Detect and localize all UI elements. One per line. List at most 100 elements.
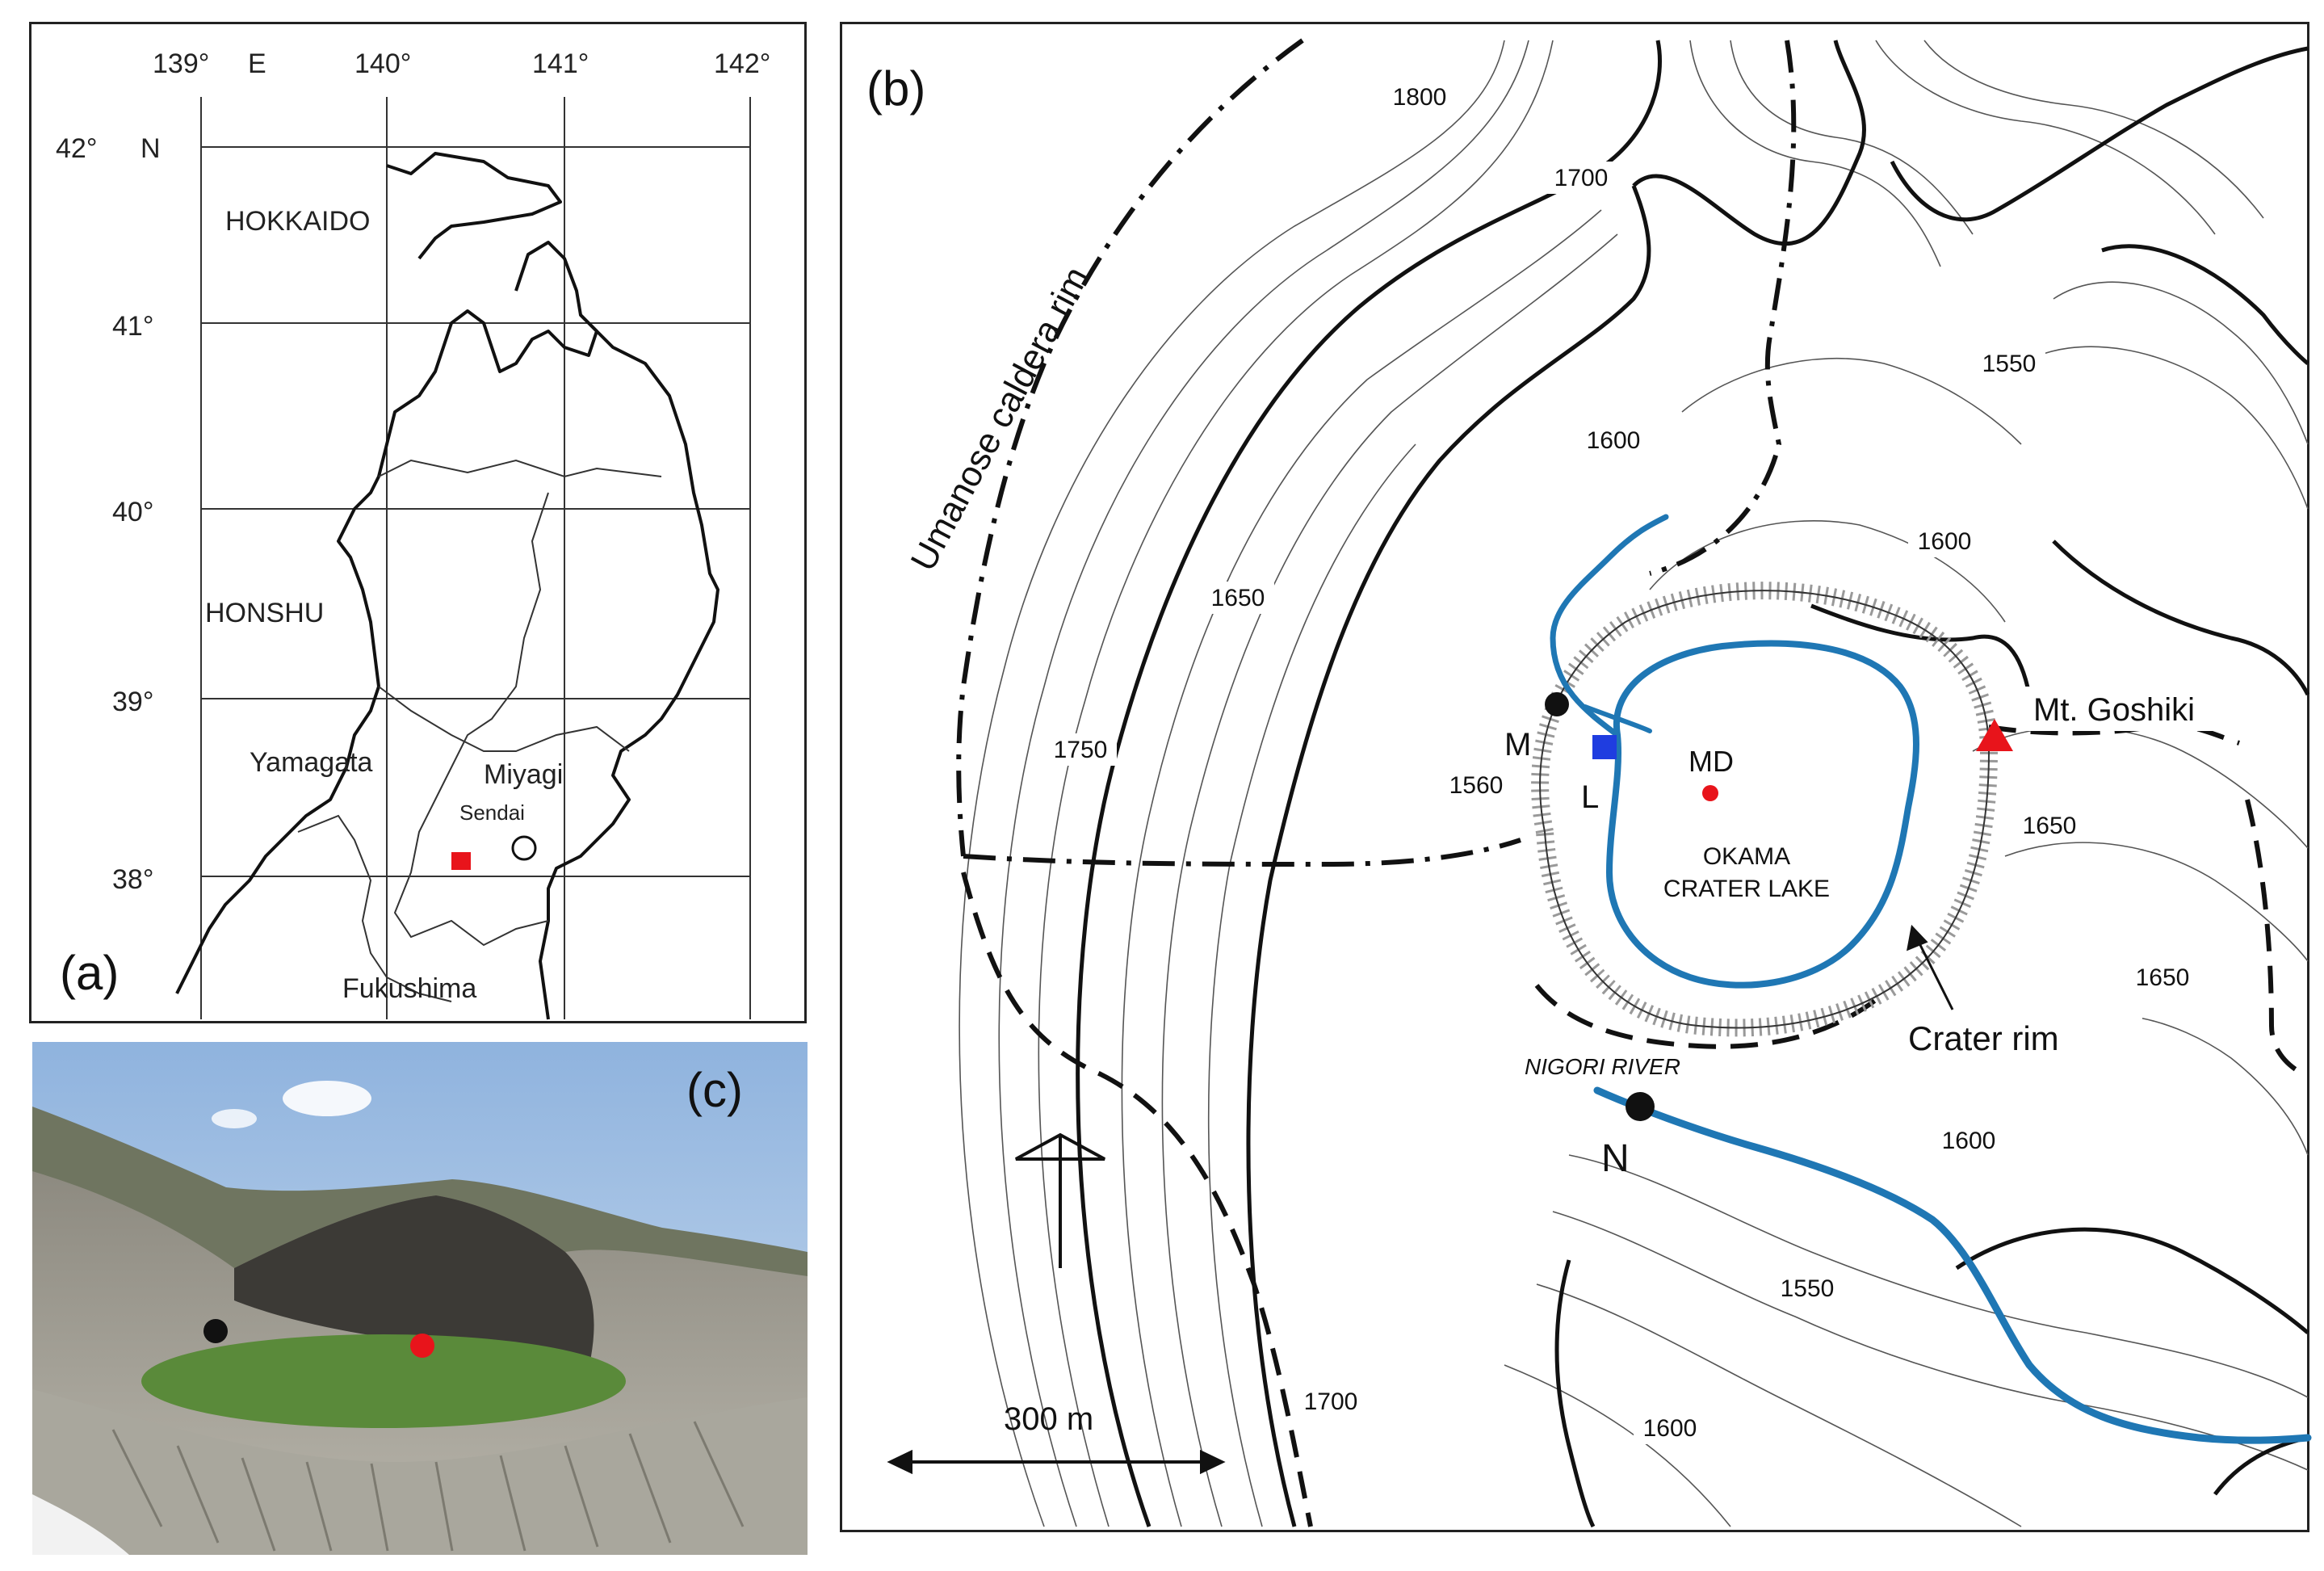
major-contours [1076, 40, 2310, 1528]
point-md-marker [1702, 785, 1718, 801]
prefecture-borders [297, 459, 662, 1002]
lat-38: 38° [112, 864, 153, 895]
nigori-river [1593, 1086, 2312, 1444]
crater-photo-svg: (c) [32, 1042, 808, 1555]
lat-42: 42° [56, 133, 97, 164]
crater-rim-pointer-head [1907, 924, 1928, 951]
panel-a-label: (a) [60, 946, 119, 1000]
caldera-rim-line [956, 38, 1797, 867]
okama-lake-photo [141, 1334, 626, 1428]
elev-label-1700-b: 1700 [1304, 1388, 1358, 1415]
lon-e: E [248, 48, 266, 79]
lake-label-line1: OKAMA [1703, 843, 1790, 870]
contour-1600-ne [1890, 46, 2309, 222]
inflow-stream [1550, 514, 1669, 738]
elev-label-1550: 1550 [1982, 351, 2037, 377]
crater-rim-pointer-line [1915, 936, 1954, 1010]
erosion-gullies [111, 1421, 745, 1552]
scale-bar [887, 1449, 1226, 1475]
okama-lake-shore [1605, 640, 1919, 989]
boundary-southwest [961, 872, 1313, 1527]
contour-1700-north [1632, 40, 1866, 246]
photo-point-m-marker [203, 1319, 228, 1343]
mt-goshiki-label-bg [2021, 687, 2296, 731]
lake-label-line2: CRATER LAKE [1663, 876, 1830, 902]
sendai-city-marker [511, 835, 537, 861]
point-l-marker [1592, 735, 1617, 759]
elevation-labels: 1800 1700 1550 1600 1600 1650 1750 1560 … [1044, 81, 2199, 1444]
water-features [1550, 514, 2312, 1444]
elev-label-1560: 1560 [1449, 772, 1504, 799]
study-site-marker [451, 852, 471, 870]
point-n-marker [1626, 1092, 1655, 1121]
miyagi-label: Miyagi [484, 759, 563, 790]
crater-rim-outline [1539, 590, 1991, 1029]
elev-label-1650-b: 1650 [2023, 813, 2077, 839]
border-1 [378, 459, 662, 478]
point-m-marker [1545, 692, 1569, 716]
elev-label-1600-b: 1600 [1918, 528, 1972, 555]
crater-rim-label: Crater rim [1908, 1019, 2059, 1057]
yamagata-label: Yamagata [250, 747, 373, 778]
foreground-slope [32, 1389, 808, 1555]
crater-rim-hachures [1531, 582, 1999, 1037]
crater-rim [1531, 582, 1999, 1037]
mt-goshiki-label: Mt. Goshiki [2033, 692, 2195, 728]
border-3 [378, 686, 630, 752]
lat-n: N [141, 133, 161, 164]
contour-se [1955, 1227, 2309, 1334]
lon-139: 139° [153, 48, 209, 79]
panel-c-label: (c) [686, 1063, 743, 1117]
boundary-east [2245, 799, 2305, 1077]
contour-south [1554, 1259, 1596, 1528]
border-2 [393, 492, 549, 947]
sendai-label: Sendai [459, 800, 525, 825]
contour-east-1 [2052, 540, 2310, 696]
lon-142: 142° [714, 48, 770, 79]
elev-label-1800: 1800 [1393, 84, 1447, 111]
elev-label-1550-b: 1550 [1781, 1275, 1835, 1302]
elev-label-1600-c: 1600 [1942, 1128, 1996, 1154]
point-n-label: N [1601, 1137, 1630, 1180]
panel-b-topographic-map: 1800 1700 1550 1600 1600 1650 1750 1560 … [840, 22, 2312, 1532]
cloud-small [212, 1109, 257, 1128]
elev-label-1700: 1700 [1554, 165, 1609, 191]
crater-dark-wall [234, 1195, 594, 1365]
panel-b-label: (b) [866, 61, 925, 116]
hokkaido-coast [386, 152, 562, 260]
elev-label-1600-d: 1600 [1643, 1415, 1697, 1442]
elev-label-1750: 1750 [1054, 737, 1108, 763]
elev-label-1600-a: 1600 [1587, 427, 1641, 454]
minor-contours [959, 40, 2309, 1527]
panel-a-location-map: 139° E 140° 141° 142° 42° N 41° 40° 39° … [29, 22, 807, 1023]
contour-1650 [1246, 185, 1651, 1527]
contour-crater-ne [1810, 603, 2032, 695]
mt-goshiki-peak-marker [1976, 719, 2013, 751]
graticule [200, 97, 751, 1019]
stream-branch [1583, 704, 1652, 733]
lat-40: 40° [112, 497, 153, 527]
caldera-rim-west [963, 838, 1521, 867]
location-map-svg: 139° E 140° 141° 142° 42° N 41° 40° 39° … [56, 48, 770, 1020]
contour-ne-2 [2101, 244, 2309, 365]
honshu-west-coast [175, 241, 598, 994]
point-md-label: MD [1688, 745, 1734, 778]
point-l-label: L [1581, 779, 1599, 815]
coastline [175, 152, 719, 1020]
north-arrow [1015, 1132, 1105, 1268]
honshu-label: HONSHU [205, 598, 324, 628]
nigori-river-label: NIGORI RIVER [1525, 1054, 1680, 1079]
contour-se-2 [2213, 1435, 2309, 1496]
topo-map-svg: 1800 1700 1550 1600 1600 1650 1750 1560 … [866, 38, 2312, 1528]
elev-label-1650-c: 1650 [2136, 964, 2190, 991]
umanose-caldera-rim [956, 38, 1304, 857]
scale-bar-label: 300 m [1004, 1401, 1093, 1437]
panel-c-crater-photo: (c) [32, 1042, 808, 1555]
dashed-boundaries [961, 722, 2305, 1527]
crater-rim-pointer [1907, 924, 1954, 1010]
elev-label-1650-a: 1650 [1211, 585, 1265, 611]
crater-rim-label-bg [1900, 1014, 2142, 1062]
fukushima-label: Fukushima [342, 973, 476, 1004]
boundary-crater-south [1534, 984, 1886, 1049]
honshu-east-coast [539, 313, 719, 1020]
